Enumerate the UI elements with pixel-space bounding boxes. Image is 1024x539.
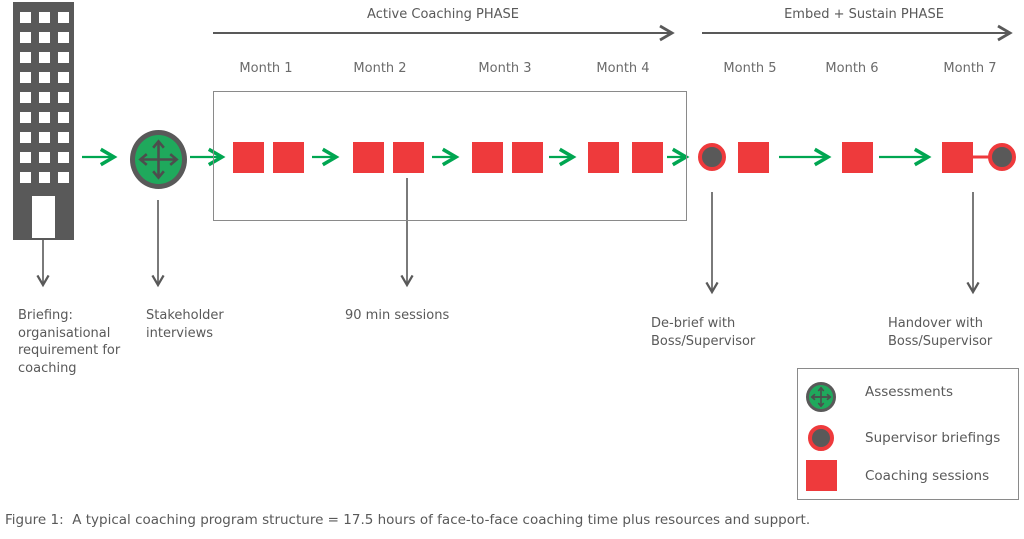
coaching-session-square: [942, 142, 973, 173]
briefing-note: Briefing: organisational requirement for…: [18, 308, 121, 376]
month-6-label: Month 6: [825, 61, 879, 76]
month-5-label: Month 5: [723, 61, 777, 76]
active-phase-title: Active Coaching PHASE: [367, 7, 519, 22]
coaching-session-square: [738, 142, 769, 173]
supervisor-briefing-icon: [988, 143, 1016, 171]
coaching-session-square: [472, 142, 503, 173]
debrief-note: De-brief with Boss/Supervisor: [651, 316, 756, 349]
month-7-label: Month 7: [943, 61, 997, 76]
legend-label-supervisor-briefings: Supervisor briefings: [865, 430, 1001, 446]
month-3-label: Month 3: [478, 61, 532, 76]
assessments-icon: [130, 130, 187, 189]
supervisor-briefing-icon: [808, 425, 834, 451]
supervisor-briefing-icon: [698, 143, 726, 171]
stakeholder-note: Stakeholder interviews: [146, 308, 224, 341]
building-door: [32, 196, 55, 238]
session-length-note: 90 min sessions: [345, 308, 450, 323]
month-1-label: Month 1: [239, 61, 293, 76]
coaching-session-square: [632, 142, 663, 173]
assessments-icon: [806, 382, 836, 412]
legend-label-assessments: Assessments: [865, 384, 954, 400]
coaching-session-square: [273, 142, 304, 173]
active-phase-box: [213, 91, 687, 221]
coaching-session-square: [842, 142, 873, 173]
embed-phase-title: Embed + Sustain PHASE: [784, 7, 944, 22]
coaching-session-icon: [806, 460, 837, 491]
cross-arrows-glyph: [810, 386, 832, 408]
cross-arrows-glyph: [138, 139, 179, 180]
legend-label-coaching-sessions: Coaching sessions: [865, 468, 990, 484]
coaching-session-square: [588, 142, 619, 173]
coaching-session-square: [233, 142, 264, 173]
handover-note: Handover with Boss/Supervisor: [888, 316, 993, 349]
legend: Assessments Supervisor briefings Coachin…: [797, 368, 1019, 500]
organisation-building-icon: [13, 2, 74, 240]
coaching-session-square: [393, 142, 424, 173]
building-windows: [20, 12, 69, 183]
month-4-label: Month 4: [596, 61, 650, 76]
month-2-label: Month 2: [353, 61, 407, 76]
annotation-arrows: [36, 178, 980, 295]
figure-caption: Figure 1: A typical coaching program str…: [5, 512, 811, 528]
coaching-session-square: [512, 142, 543, 173]
coaching-session-square: [353, 142, 384, 173]
